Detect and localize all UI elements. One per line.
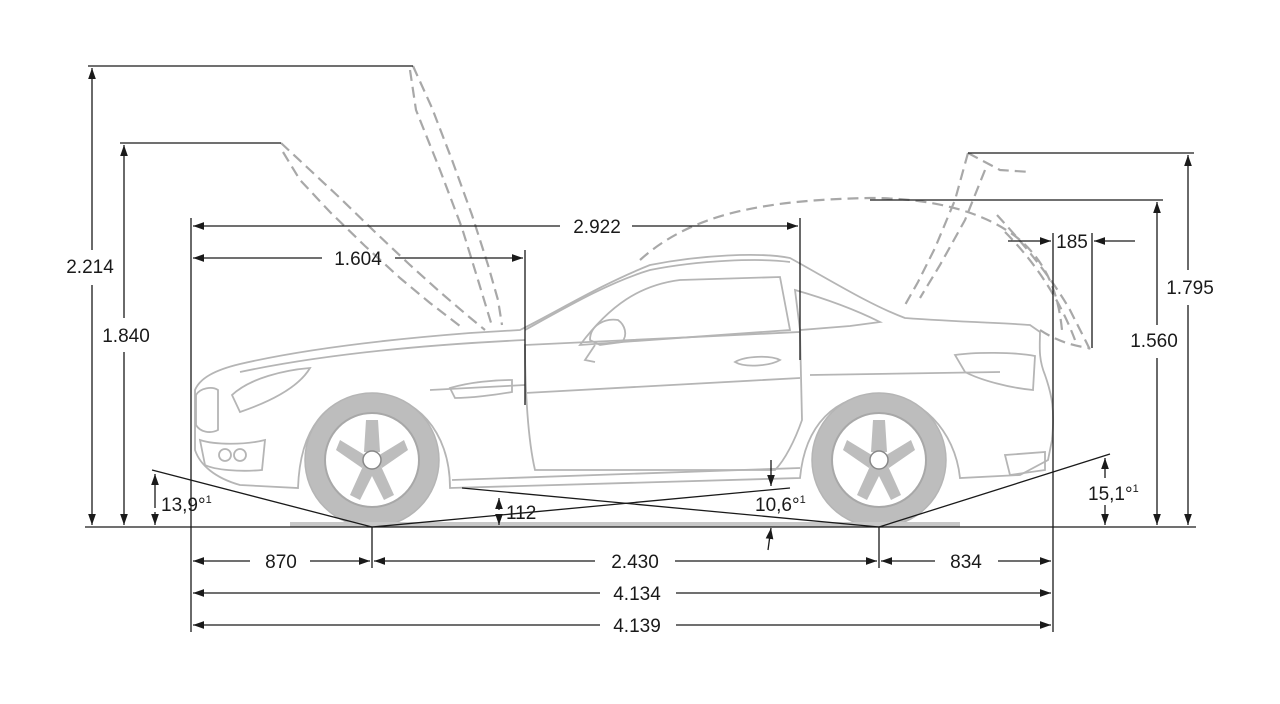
car-side-window (578, 276, 792, 347)
open-positions-dashed (280, 65, 1092, 351)
car-side-vent (448, 379, 513, 399)
label-2430: 2.430 (611, 552, 659, 573)
ground-shadow (290, 522, 960, 527)
trunk-open-inner (919, 169, 987, 299)
car-side-sill (451, 467, 801, 481)
hood-open-high-outline (411, 65, 504, 326)
label-4134: 4.134 (613, 584, 661, 605)
ramp-arrow-up (765, 527, 774, 551)
trunk-soft-top-lower (1039, 329, 1091, 350)
rear-wheel (811, 392, 947, 528)
front-wheel (304, 392, 440, 528)
label-2214: 2.214 (66, 257, 114, 278)
car-rear-bumper (1003, 451, 1046, 477)
label-870: 870 (265, 552, 297, 573)
trunk-soft-top-curve (996, 214, 1092, 351)
label-834: 834 (950, 552, 982, 573)
label-112: 112 (506, 503, 536, 524)
label-ramp-angle: 10,6°1 (755, 494, 806, 516)
car-headlight (230, 366, 312, 414)
label-2922: 2.922 (573, 217, 621, 238)
approach-angle-line (151, 469, 373, 528)
car-foglight-1 (218, 448, 232, 462)
roof-stowing-arc (639, 196, 1064, 331)
label-departure-angle: 15,1°1 (1088, 483, 1139, 505)
trunk-open-lid (967, 152, 1031, 174)
car-front-bumper (198, 438, 267, 472)
hood-open-low-outline (280, 142, 486, 331)
label-1560: 1.560 (1130, 331, 1178, 352)
wheels (304, 392, 947, 528)
car-character-line (429, 371, 1001, 394)
car-mirror (589, 318, 627, 346)
car-windshield (524, 259, 791, 331)
trunk-open-outline (904, 152, 970, 306)
car-foglight-2 (233, 448, 247, 462)
label-1840: 1.840 (102, 326, 150, 347)
car-door (524, 331, 803, 471)
car-door-handle (733, 355, 782, 367)
label-1795: 1.795 (1166, 278, 1214, 299)
dimension-labels: 2.214 1.840 2.922 1.604 185 1.795 1.560 … (66, 217, 1214, 637)
label-approach-angle: 13,9°1 (161, 494, 212, 516)
departure-angle-line (878, 453, 1111, 528)
ramp-angle-line-front (371, 487, 791, 528)
hood-open-high-inner (408, 69, 494, 327)
label-1604: 1.604 (334, 249, 382, 270)
car-taillight (953, 351, 1036, 391)
car-beltline (239, 339, 526, 373)
label-185: 185 (1056, 232, 1088, 253)
car-rear-window (793, 288, 884, 331)
dimension-lines (85, 65, 1196, 632)
ramp-angle-line-rear (461, 487, 880, 528)
car-mirror-stem (583, 344, 596, 363)
hood-open-low-inner (282, 151, 461, 327)
car-grille (195, 387, 219, 433)
label-4139: 4.139 (613, 616, 661, 637)
